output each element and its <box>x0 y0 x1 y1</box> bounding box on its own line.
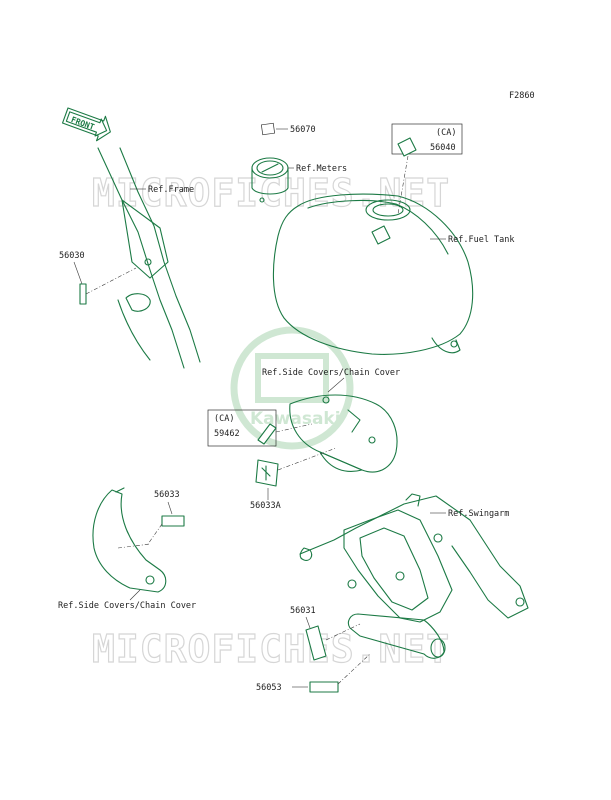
part-56040: 56040 <box>430 143 456 153</box>
frame-drawing <box>97 147 201 369</box>
decal-56070 <box>260 122 276 136</box>
decal-59462 <box>257 423 277 445</box>
part-56070: 56070 <box>290 125 316 135</box>
side-cover-lower-drawing <box>92 487 167 593</box>
part-56033A: 56033A <box>250 501 281 511</box>
decal-56031 <box>305 625 327 661</box>
decal-56030 <box>79 283 87 305</box>
label-ref-frame: Ref.Frame <box>148 185 194 195</box>
part-56040-note: (CA) <box>436 128 456 138</box>
label-ref-swingarm: Ref.Swingarm <box>448 509 509 519</box>
callout-box-56040 <box>391 123 463 155</box>
part-56030: 56030 <box>59 251 85 261</box>
front-arrow-icon: FRONT <box>61 107 111 142</box>
part-56031: 56031 <box>290 606 316 616</box>
logo-text: Kawasaki <box>250 409 341 429</box>
kawasaki-logo: Kawasaki <box>230 326 354 450</box>
part-59462-note: (CA) <box>214 414 234 424</box>
part-56033: 56033 <box>154 490 180 500</box>
label-ref-meters: Ref.Meters <box>296 164 347 174</box>
watermark-bottom: MICROFICHES.NET <box>92 627 450 671</box>
side-cover-upper-drawing <box>289 394 398 473</box>
label-ref-side-covers-upper: Ref.Side Covers/Chain Cover <box>262 368 400 378</box>
meter-drawing <box>251 157 289 203</box>
swingarm-drawing <box>299 493 529 659</box>
label-ref-side-covers-lower: Ref.Side Covers/Chain Cover <box>58 601 196 611</box>
decal-56033 <box>161 515 185 527</box>
decal-56040 <box>397 137 417 157</box>
fuel-tank-drawing <box>272 193 474 355</box>
part-59462: 59462 <box>214 429 240 439</box>
label-ref-fuel-tank: Ref.Fuel Tank <box>448 235 515 245</box>
decal-56053 <box>309 681 339 693</box>
part-56053: 56053 <box>256 683 282 693</box>
figure-code: F2860 <box>509 91 535 101</box>
front-arrow-label: FRONT <box>70 115 96 132</box>
